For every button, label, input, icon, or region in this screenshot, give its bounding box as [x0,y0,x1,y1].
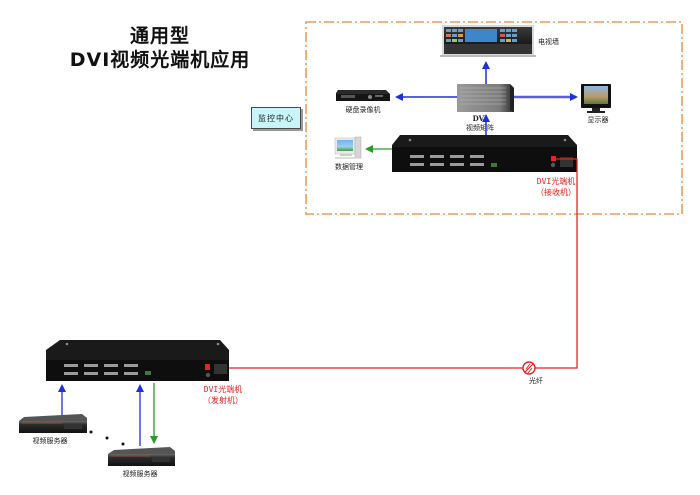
transmitter-label-line1: DVI光端机 [203,385,243,394]
data-management-pc-icon [334,136,362,159]
dvi-matrix-icon [457,84,514,112]
data-management-label: 数据管理 [335,162,363,171]
video-server-2-icon [108,447,175,466]
monitoring-center-label: 监控中心 [251,107,301,129]
matrix-label-line1: DVI [473,114,488,123]
diagram-title-line1: 通用型 [129,25,190,47]
display-monitor-icon [581,84,611,113]
fiber-label: 光纤 [529,376,543,385]
dvi-receiver-device-icon [392,135,577,172]
fiber-icon [522,361,536,375]
dvr-icon [336,90,390,101]
monitoring-center-boundary [305,21,683,215]
receiver-label: DVI光端机 （接收机） [521,176,591,198]
video-wall-label: 电视墙 [538,37,559,46]
receiver-label-line1: DVI光端机 [536,177,576,186]
transmitter-label: DVI光端机 （发射机） [188,384,258,406]
dvi-transmitter-device-icon [46,340,229,381]
diagram-title-line2: DVI视频光端机应用 [69,49,251,71]
video-server-1-label: 视频服务器 [33,436,68,445]
display-label: 显示器 [588,116,609,124]
fiber-optic-link [205,158,578,369]
receiver-label-line2: （接收机） [536,188,576,197]
transmitter-label-line2: （发射机） [203,396,243,405]
matrix-label-line2: 视频矩阵 [466,123,494,132]
video-server-2-label: 视频服务器 [123,469,158,478]
video-server-1-icon [19,414,87,433]
dvr-label: 硬盘录像机 [346,105,381,114]
video-wall-icon [440,25,536,57]
more-servers-ellipsis [89,430,125,446]
